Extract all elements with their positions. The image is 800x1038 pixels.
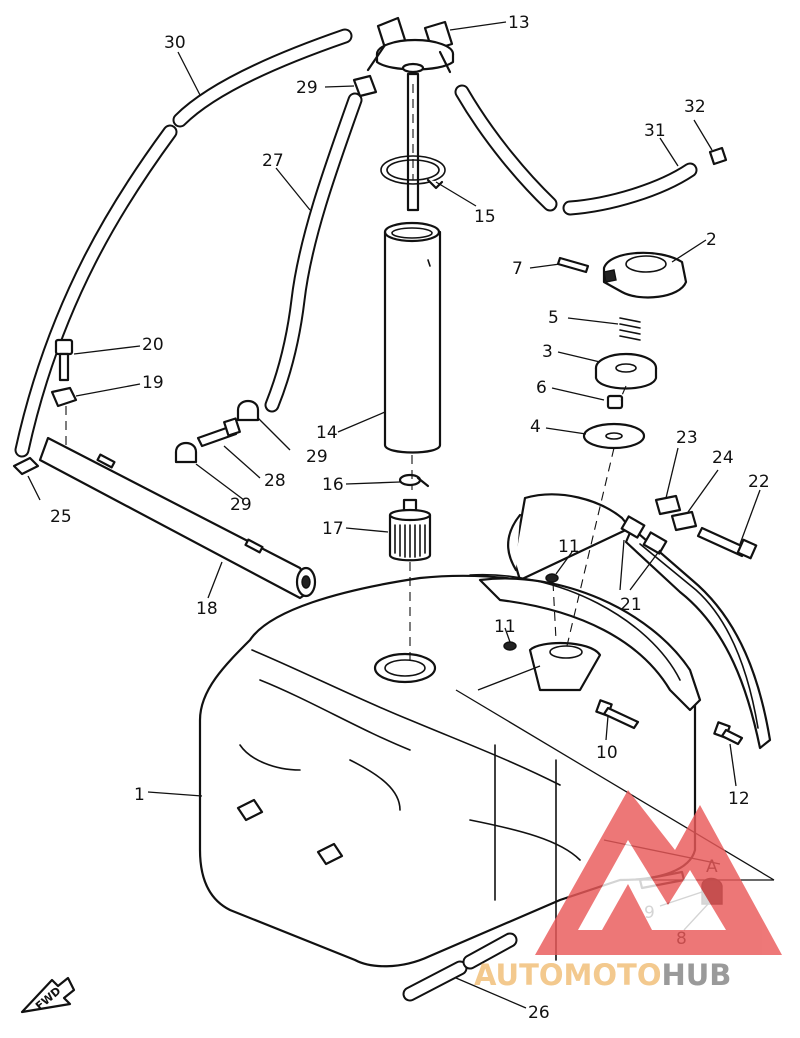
bolt-22	[696, 526, 758, 560]
callout-labels: 1 2 3 4 5 6 7 8 9 10 11 11 12 13 14 15 1…	[50, 13, 770, 1023]
watermark-logo	[535, 790, 782, 955]
callout-23: 23	[676, 428, 698, 448]
watermark-brand-part2: HUB	[661, 958, 731, 992]
clamp-29-lower	[174, 441, 198, 464]
callout-2: 2	[706, 230, 717, 250]
watermark-brand-part1: AUTOMOTO	[474, 958, 661, 992]
callout-6: 6	[536, 378, 547, 398]
collar-23	[654, 494, 682, 516]
callout-17: 17	[322, 519, 344, 539]
callout-25: 25	[50, 507, 72, 527]
callout-29-left: 29	[230, 495, 252, 515]
nut-11-lower	[503, 641, 517, 651]
pin-7	[556, 256, 590, 274]
clip-32	[708, 146, 728, 166]
nut-19	[50, 386, 78, 408]
callout-20: 20	[142, 335, 164, 355]
hose-27	[264, 92, 363, 413]
callout-13: 13	[508, 13, 530, 33]
hose-30	[14, 28, 353, 458]
callout-5: 5	[548, 308, 559, 328]
callout-11-upper: 11	[558, 537, 580, 557]
callout-26: 26	[528, 1003, 550, 1023]
callout-7: 7	[512, 259, 523, 279]
callout-28: 28	[264, 471, 286, 491]
fuel-filter-17	[388, 498, 432, 562]
clamp-29-top	[352, 74, 378, 98]
callout-31: 31	[644, 121, 666, 141]
callout-11-lower: 11	[494, 617, 516, 637]
callout-29-top: 29	[296, 78, 318, 98]
callout-12: 12	[728, 789, 750, 809]
fwd-arrow: FWD	[20, 976, 76, 1014]
clamp-16	[398, 473, 430, 488]
clip-25	[12, 456, 40, 476]
callout-14: 14	[316, 423, 338, 443]
callout-22: 22	[748, 472, 770, 492]
callout-29-right: 29	[306, 447, 328, 467]
alignment-lines	[65, 84, 627, 660]
bolt-12	[713, 721, 744, 746]
callout-24: 24	[712, 448, 734, 468]
cap-2	[602, 251, 688, 299]
callout-27: 27	[262, 151, 284, 171]
callout-15: 15	[474, 207, 496, 227]
spring-5	[619, 317, 641, 341]
callout-21: 21	[620, 595, 642, 615]
callout-4: 4	[530, 417, 541, 437]
fuel-tank-1	[198, 573, 702, 968]
hose-26	[402, 932, 518, 1002]
callout-18: 18	[196, 599, 218, 619]
callout-3: 3	[542, 342, 553, 362]
hose-31	[454, 84, 698, 216]
vent-cap-13	[366, 16, 455, 74]
strainer-tube-14	[383, 221, 442, 454]
bolt-10	[595, 699, 640, 730]
pickup-pipe	[406, 72, 420, 212]
callout-1: 1	[134, 785, 145, 805]
bolt-28	[196, 417, 241, 448]
rail-18	[38, 436, 317, 600]
clamp-29-upper	[236, 399, 260, 422]
tank-bands-21	[507, 493, 772, 750]
screw-6	[606, 394, 624, 410]
gasket-4	[582, 422, 646, 450]
nut-11-upper	[545, 573, 559, 583]
collar-24	[670, 510, 698, 532]
bolt-20	[54, 338, 74, 382]
disc-3	[594, 352, 658, 390]
callout-30: 30	[164, 33, 186, 53]
callout-16: 16	[322, 475, 344, 495]
callout-19: 19	[142, 373, 164, 393]
callout-32: 32	[684, 97, 706, 117]
watermark-brand: AUTOMOTOHUB	[474, 958, 731, 992]
callout-10: 10	[596, 743, 618, 763]
